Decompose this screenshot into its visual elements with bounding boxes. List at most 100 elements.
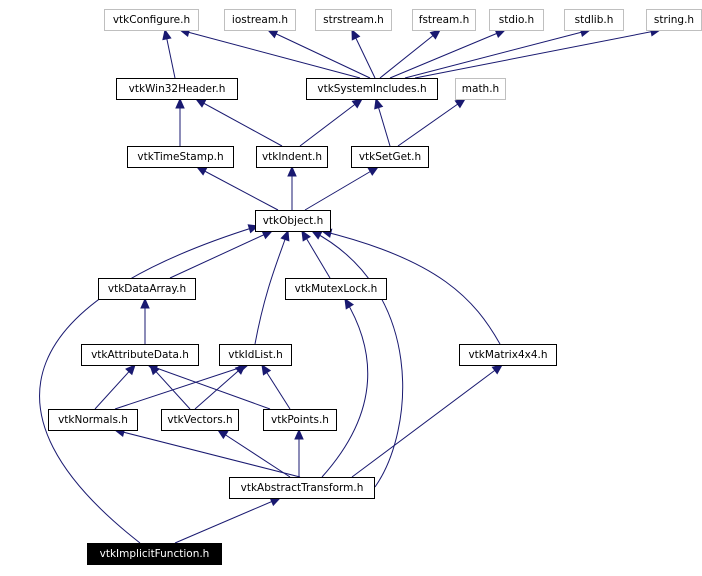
node-vtkidlist-h[interactable]: vtkIdList.h (219, 344, 292, 366)
edge-vtknormals-to-vtkidlist (114, 363, 250, 410)
node-vtkdataarray-h[interactable]: vtkDataArray.h (98, 278, 196, 300)
node-label: math.h (462, 83, 499, 95)
edge-vtkobject-to-vtksetget (304, 166, 380, 211)
node-label: vtkObject.h (263, 215, 324, 227)
node-string-h: string.h (646, 9, 702, 31)
edge-line (321, 298, 369, 478)
node-label: stdlib.h (575, 14, 614, 26)
edge-vtkabstracttransform-to-vtkmatrix4x4 (351, 364, 503, 478)
node-label: vtkSetGet.h (359, 151, 421, 163)
arrowhead (310, 230, 323, 240)
arrowhead (234, 364, 246, 375)
node-box (116, 78, 238, 100)
node-label: vtkVectors.h (167, 414, 232, 426)
node-math-h: math.h (455, 78, 506, 100)
arrowhead (367, 166, 380, 176)
node-vtkindent-h[interactable]: vtkIndent.h (256, 146, 328, 168)
arrowhead (280, 229, 290, 242)
edge-line (311, 230, 404, 488)
node-box (306, 78, 438, 100)
node-vtkmutexlock-h[interactable]: vtkMutexLock.h (285, 278, 387, 300)
node-stdlib-h: stdlib.h (564, 9, 624, 31)
node-vtksystemincludes-h[interactable]: vtkSystemIncludes.h (306, 78, 438, 100)
node-iostream-h: iostream.h (224, 9, 296, 31)
node-label: vtkNormals.h (58, 414, 128, 426)
node-vtkwin32header-h[interactable]: vtkWin32Header.h (116, 78, 238, 100)
edge-line (174, 497, 281, 544)
node-vtkpoints-h[interactable]: vtkPoints.h (263, 409, 337, 431)
arrowhead (261, 230, 274, 240)
edge-vtktimestamp-to-vtkwin32header (175, 97, 185, 146)
arrowhead (287, 165, 297, 177)
arrowhead (216, 429, 229, 440)
node-box (48, 409, 138, 431)
arrowhead (194, 98, 207, 108)
edge-line (149, 364, 191, 410)
edge-vtkattributedata-to-vtkdataarray (140, 297, 150, 344)
edge-line (114, 364, 249, 410)
node-label: vtkIndent.h (262, 151, 322, 163)
edge-line (169, 230, 273, 279)
node-vtkattributedata-h[interactable]: vtkAttributeData.h (81, 344, 199, 366)
arrowhead (491, 364, 503, 375)
edge-line (94, 364, 136, 410)
arrowhead (294, 428, 304, 440)
edge-line (254, 230, 289, 345)
node-box (489, 9, 544, 31)
edge-line (39, 225, 259, 544)
node-vtknormals-h[interactable]: vtkNormals.h (48, 409, 138, 431)
nodes-layer: vtkConfigure.h iostream.h strstream.h fstre… (48, 9, 702, 565)
node-vtkvectors-h[interactable]: vtkVectors.h (161, 409, 239, 431)
edge-line (147, 364, 271, 410)
node-label: vtkWin32Header.h (129, 83, 226, 95)
node-vtksetget-h[interactable]: vtkSetGet.h (351, 146, 429, 168)
node-box (255, 210, 331, 232)
node-label: iostream.h (232, 14, 288, 26)
edge-vtksystemincludes-to-vtkconfigure (178, 27, 361, 79)
node-label: string.h (654, 14, 694, 26)
edge-vtkobject-to-vtktimestamp (195, 166, 279, 211)
edge-line (414, 29, 661, 79)
node-label: vtkAttributeData.h (91, 349, 189, 361)
node-vtkabstracttransform-h[interactable]: vtkAbstractTransform.h (229, 477, 375, 499)
node-stdio-h: stdio.h (489, 9, 544, 31)
edge-vtkabstracttransform-to-vtkvectors (216, 429, 291, 478)
edge-vtksystemincludes-to-string (414, 27, 662, 79)
edge-line (195, 98, 283, 147)
arrowhead (162, 28, 172, 41)
node-vtkimplicitfunction-h: vtkImplicitFunction.h (87, 543, 222, 565)
edge-vtksystemincludes-to-strstream (351, 28, 376, 79)
node-vtkmatrix4x4-h[interactable]: vtkMatrix4x4.h (459, 344, 557, 366)
node-box (459, 344, 557, 366)
arrowhead (266, 29, 279, 39)
edge-vtksystemincludes-to-fstream (379, 29, 441, 79)
edge-vtkpoints-to-vtkidlist (261, 363, 291, 410)
edges-layer (39, 27, 662, 544)
node-box (315, 9, 392, 31)
node-box (256, 146, 328, 168)
node-box (229, 477, 375, 499)
edge-vtkimplicitfunction-to-vtkabstracttransform (174, 497, 282, 544)
node-box (81, 344, 199, 366)
edge-line (194, 364, 246, 410)
edge-vtkabstracttransform-to-vtkmutexlock (321, 297, 369, 478)
arrowhead (125, 364, 136, 376)
node-label: vtkConfigure.h (113, 14, 190, 26)
node-vtktimestamp-h[interactable]: vtkTimeStamp.h (127, 146, 234, 168)
node-label: vtkImplicitFunction.h (100, 548, 210, 560)
node-box (285, 278, 387, 300)
node-vtkobject-h[interactable]: vtkObject.h (255, 210, 331, 232)
edge-vtkabstracttransform-to-vtknormals (113, 427, 301, 478)
edge-vtkobject-to-vtkindent (287, 165, 297, 210)
edge-vtkvectors-to-vtkidlist (194, 364, 246, 410)
node-box (224, 9, 296, 31)
edge-vtksetget-to-vtksystemincludes (374, 97, 391, 147)
arrowhead (301, 229, 311, 242)
edge-vtkindent-to-vtkwin32header (194, 98, 283, 147)
node-box (127, 146, 234, 168)
node-vtkconfigure-h: vtkConfigure.h (104, 9, 199, 31)
arrowhead (429, 29, 441, 40)
edge-vtkindent-to-vtksystemincludes (299, 98, 363, 147)
node-label: fstream.h (419, 14, 470, 26)
node-label: strstream.h (323, 14, 384, 26)
